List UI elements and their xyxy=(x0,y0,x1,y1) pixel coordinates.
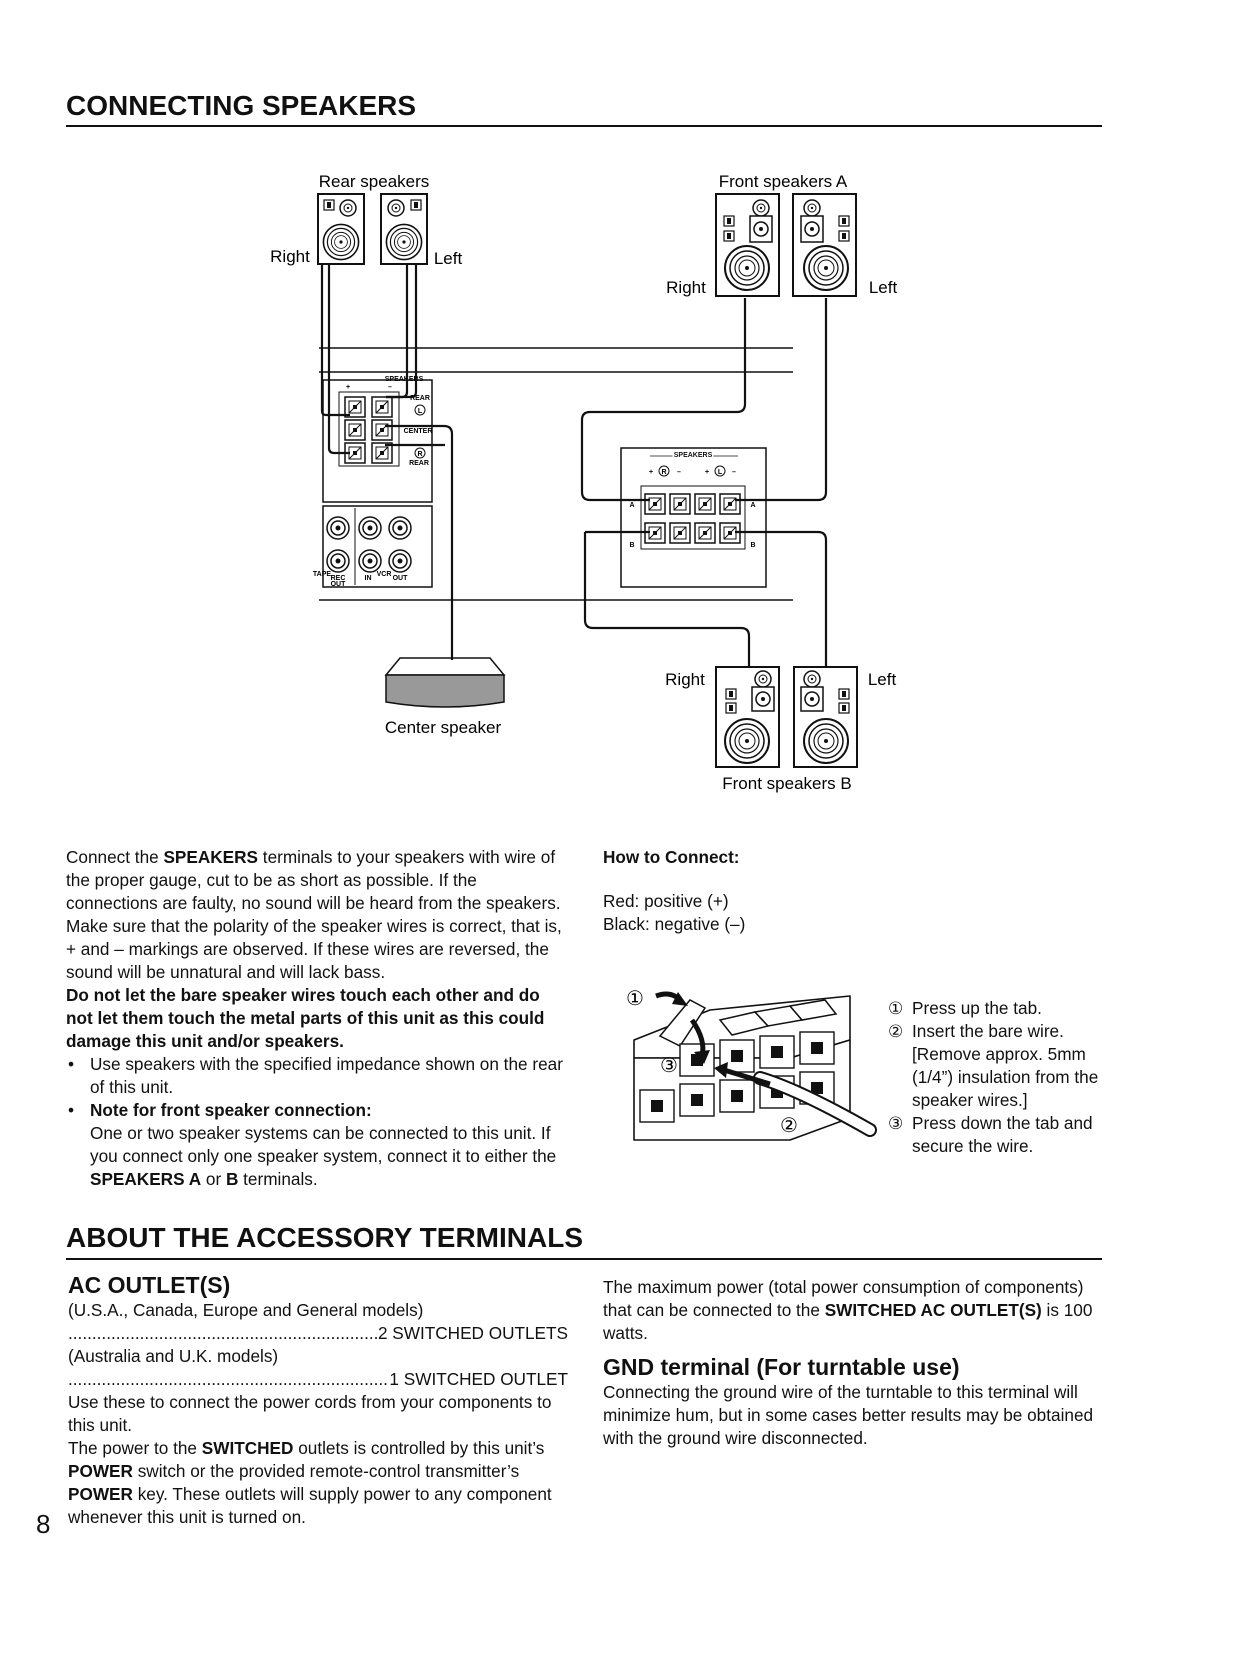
rear-speaker-right xyxy=(317,193,365,265)
front-a-speaker-left xyxy=(792,193,857,297)
label-rear-speakers: Rear speakers xyxy=(319,172,430,191)
label-front-a-right: Right xyxy=(666,278,706,297)
svg-text:VCR: VCR xyxy=(377,571,392,578)
section-title-connecting-speakers: CONNECTING SPEAKERS xyxy=(66,90,417,121)
center-speaker xyxy=(384,657,506,708)
svg-text:SPEAKERS: SPEAKERS xyxy=(674,452,713,459)
svg-text:TAPE: TAPE xyxy=(313,571,331,578)
label-front-speakers-a: Front speakers A xyxy=(719,172,848,191)
svg-text:+: + xyxy=(346,384,350,391)
gnd-block: GND terminal (For turntable use) Connect… xyxy=(603,1354,1103,1450)
ac-paragraph-2: The power to the SWITCHED outlets is con… xyxy=(68,1438,552,1527)
label-rear-right: Right xyxy=(270,247,310,266)
svg-text:B: B xyxy=(629,542,634,549)
bullet-front-speaker-note: •Note for front speaker connection: One … xyxy=(68,1100,557,1189)
speaker-connection-diagram: SPEAKERS + – REAR L CENTER R REAR TAPE R… xyxy=(270,172,898,793)
svg-text:③: ③ xyxy=(660,1055,678,1077)
title-rule xyxy=(66,125,1102,127)
red-positive: Red: positive (+) xyxy=(603,891,729,911)
label-front-b-left: Left xyxy=(868,670,897,689)
gnd-title: GND terminal (For turntable use) xyxy=(603,1354,960,1380)
ac-model-2-value: ........................................… xyxy=(68,1369,568,1389)
black-negative: Black: negative (–) xyxy=(603,914,746,934)
ac-model-1: (U.S.A., Canada, Europe and General mode… xyxy=(68,1300,424,1320)
svg-text:IN: IN xyxy=(365,575,372,582)
svg-text:SPEAKERS: SPEAKERS xyxy=(385,376,424,383)
svg-text:R: R xyxy=(661,469,666,476)
intro-warning: Do not let the bare speaker wires touch … xyxy=(66,985,545,1051)
svg-text:OUT: OUT xyxy=(331,581,347,588)
svg-text:OUT: OUT xyxy=(393,575,409,582)
intro-paragraph: Connect the SPEAKERS terminals to your s… xyxy=(66,847,562,982)
front-a-speaker-right xyxy=(715,193,780,297)
ac-model-1-value: ........................................… xyxy=(68,1323,568,1343)
svg-text:–: – xyxy=(732,469,736,476)
ac-paragraph-1: Use these to connect the power cords fro… xyxy=(68,1392,552,1435)
front-b-speaker-right xyxy=(715,666,780,768)
gnd-text: Connecting the ground wire of the turnta… xyxy=(603,1382,1094,1448)
ac-outlets-title: AC OUTLET(S) xyxy=(68,1272,231,1298)
front-speaker-terminal-panel: SPEAKERS + R – + L – A A B B xyxy=(620,447,767,588)
svg-text:A: A xyxy=(629,502,634,509)
front-b-speaker-left xyxy=(793,666,858,768)
ac-model-2: (Australia and U.K. models) xyxy=(68,1346,279,1366)
page-number: 8 xyxy=(36,1509,51,1539)
rear-panel-av-jacks: TAPE REC OUT VCR IN OUT xyxy=(313,505,433,588)
rear-panel-speaker-terminals: SPEAKERS + – REAR L CENTER R REAR xyxy=(322,376,433,503)
bullet-impedance: •Use speakers with the specified impedan… xyxy=(68,1054,563,1097)
svg-text:②: ② xyxy=(780,1115,798,1137)
svg-text:CENTER: CENTER xyxy=(404,428,433,435)
svg-text:R: R xyxy=(417,451,422,458)
svg-text:–: – xyxy=(677,469,681,476)
svg-text:A: A xyxy=(750,502,755,509)
rear-speaker-left xyxy=(380,193,428,265)
section-title-accessory-terminals: ABOUT THE ACCESSORY TERMINALS xyxy=(66,1222,583,1253)
label-front-speakers-b: Front speakers B xyxy=(722,774,851,793)
svg-text:①: ① xyxy=(626,988,644,1010)
svg-text:–: – xyxy=(388,384,392,391)
svg-text:+: + xyxy=(705,469,709,476)
label-front-b-right: Right xyxy=(665,670,705,689)
max-power-paragraph: The maximum power (total power consumpti… xyxy=(603,1277,1093,1343)
label-front-a-left: Left xyxy=(869,278,898,297)
svg-text:B: B xyxy=(750,542,755,549)
label-rear-left: Left xyxy=(434,249,463,268)
how-to-connect-title: How to Connect: xyxy=(603,847,740,867)
label-center-speaker: Center speaker xyxy=(385,718,502,737)
intro-text-block: Connect the SPEAKERS terminals to your s… xyxy=(66,846,566,1191)
svg-text:REAR: REAR xyxy=(409,460,429,467)
svg-text:REC: REC xyxy=(331,575,346,582)
svg-text:L: L xyxy=(418,408,423,415)
svg-text:L: L xyxy=(718,469,723,476)
ac-outlets-block: AC OUTLET(S) (U.S.A., Canada, Europe and… xyxy=(68,1272,568,1529)
section2-rule xyxy=(66,1258,1102,1260)
svg-text:+: + xyxy=(649,469,653,476)
speaker-wires xyxy=(320,265,828,668)
terminal-illustration: ① ③ ② xyxy=(626,988,877,1141)
how-to-connect: How to Connect: Red: positive (+) Black:… xyxy=(603,846,903,936)
svg-text:REAR: REAR xyxy=(410,395,430,402)
